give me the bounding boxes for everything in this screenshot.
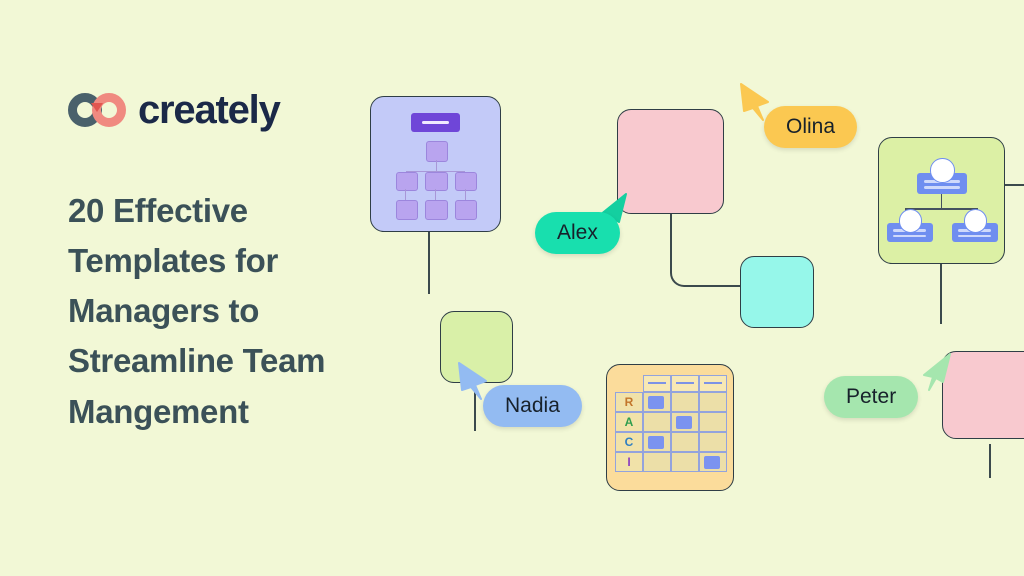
tree-title-line <box>421 120 450 124</box>
raci-cell <box>699 412 727 432</box>
org-connector <box>905 208 978 210</box>
tree-mid-node <box>425 172 448 192</box>
hierarchy-tree-template-card[interactable] <box>370 96 501 232</box>
collaborator-badge-peter[interactable]: Peter <box>824 376 919 418</box>
tree-title-bar <box>410 113 460 132</box>
raci-cell <box>643 452 671 472</box>
org-chip-line <box>957 234 992 238</box>
org-child-avatar-icon <box>964 209 988 233</box>
raci-marked-cell <box>704 456 720 469</box>
collaborator-badge-alex[interactable]: Alex <box>535 212 620 254</box>
raci-cell <box>699 432 727 452</box>
org-chip-line <box>892 234 927 238</box>
collaborator-name: Nadia <box>505 394 560 417</box>
brand-name: creately <box>138 88 281 132</box>
raci-header-line <box>675 382 695 384</box>
connector-line <box>1005 184 1024 186</box>
connector-elbow <box>670 214 710 287</box>
raci-header-cell <box>671 375 699 392</box>
tree-connector <box>434 189 436 201</box>
connector-line <box>474 383 476 431</box>
raci-header-cell <box>643 375 671 392</box>
collaborator-name: Olina <box>786 115 836 138</box>
raci-cell <box>699 392 727 412</box>
pointer-cursor-icon <box>458 362 487 400</box>
raci-grid: R A C I <box>615 375 727 472</box>
org-chart-template-card[interactable] <box>878 137 1005 264</box>
logo-notch-icon <box>91 103 103 112</box>
blank-green-card[interactable] <box>440 311 513 383</box>
connector-line <box>706 285 742 287</box>
connector-line <box>989 444 991 478</box>
collaborator-name: Peter <box>846 385 897 408</box>
org-chip-line <box>923 186 960 189</box>
tree-root-node <box>426 141 448 162</box>
collaborator-badge-nadia[interactable]: Nadia <box>483 385 582 427</box>
blank-pink-card-right[interactable] <box>942 351 1024 439</box>
org-connector <box>940 194 943 210</box>
page-title: 20 Effective Templates for Managers to S… <box>68 192 326 430</box>
raci-row-label: A <box>615 412 643 432</box>
raci-cell <box>671 392 699 412</box>
raci-cell <box>643 412 671 432</box>
brand-logo: creately <box>68 88 281 132</box>
pointer-cursor-icon <box>923 353 951 391</box>
raci-matrix-template-card[interactable]: R A C I <box>606 364 734 491</box>
connector-line <box>428 232 430 294</box>
collaborator-name: Alex <box>557 221 598 244</box>
tree-mid-node <box>395 172 419 192</box>
raci-header-line <box>703 382 723 384</box>
raci-marked-cell <box>676 416 692 429</box>
tree-connector <box>405 189 407 201</box>
raci-header-line <box>647 382 667 384</box>
raci-header-cell <box>699 375 727 392</box>
raci-row-label: R <box>615 392 643 412</box>
blank-cyan-card[interactable] <box>740 256 814 328</box>
org-root-avatar-icon <box>930 158 955 183</box>
raci-row-label: I <box>615 452 643 472</box>
tree-leaf-node <box>395 200 419 220</box>
connector-line <box>940 264 942 324</box>
raci-marked-cell <box>648 396 664 409</box>
tree-leaf-node <box>454 200 478 220</box>
tree-connector <box>405 170 466 172</box>
blank-pink-card[interactable] <box>617 109 724 214</box>
tree-connector <box>435 159 437 171</box>
tree-connector <box>464 189 466 201</box>
tree-mid-node <box>454 172 478 192</box>
raci-cell <box>671 452 699 472</box>
raci-row-label: C <box>615 432 643 452</box>
creately-infinity-rings-icon <box>68 93 126 127</box>
raci-marked-cell <box>648 436 664 449</box>
raci-cell <box>671 432 699 452</box>
pointer-cursor-icon <box>740 83 769 121</box>
tree-leaf-node <box>425 200 448 220</box>
org-child-avatar-icon <box>899 209 923 233</box>
collaborator-badge-olina[interactable]: Olina <box>764 106 858 148</box>
